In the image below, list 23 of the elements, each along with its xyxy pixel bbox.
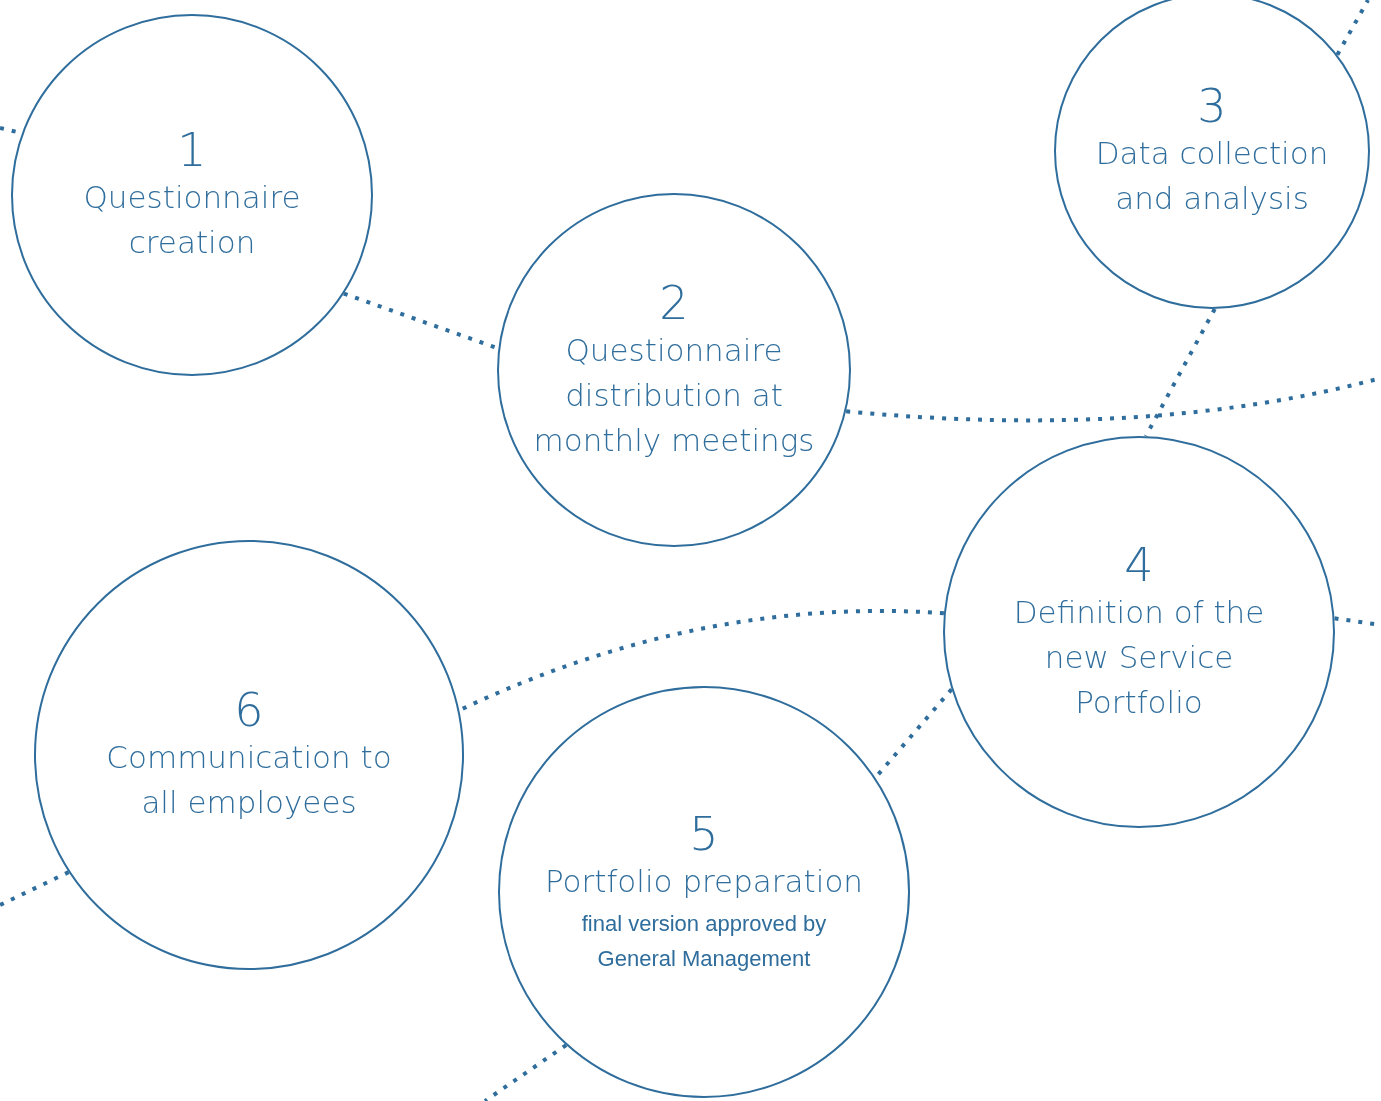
dotted-connector bbox=[1335, 0, 1370, 56]
step-title: Communication to all employees bbox=[105, 738, 393, 822]
step-number: 3 bbox=[1197, 81, 1227, 131]
step-number: 2 bbox=[659, 277, 689, 328]
step-circle bbox=[1054, 0, 1370, 309]
dotted-connector bbox=[0, 870, 70, 907]
step-circle bbox=[34, 540, 464, 970]
step-title: Questionnaire creation bbox=[82, 178, 302, 262]
step-circle bbox=[943, 436, 1335, 828]
step-number: 6 bbox=[234, 685, 264, 735]
step-circle bbox=[11, 14, 373, 376]
step-title: Definition of the new Service Portfolio bbox=[1012, 592, 1266, 722]
step-circle bbox=[497, 193, 851, 547]
step-note: final version approved by General Management bbox=[580, 909, 828, 973]
step-title: Portfolio preparation bbox=[544, 861, 864, 901]
step-number: 5 bbox=[689, 808, 719, 859]
step-title: Questionnaire distribution at monthly meetings bbox=[532, 330, 816, 460]
step-number: 4 bbox=[1124, 539, 1154, 590]
step-title: Data collection and analysis bbox=[1094, 134, 1330, 218]
step-circle bbox=[498, 686, 910, 1098]
dotted-connector bbox=[1144, 308, 1217, 438]
dotted-connector bbox=[483, 1043, 568, 1101]
step-number: 1 bbox=[177, 125, 207, 175]
